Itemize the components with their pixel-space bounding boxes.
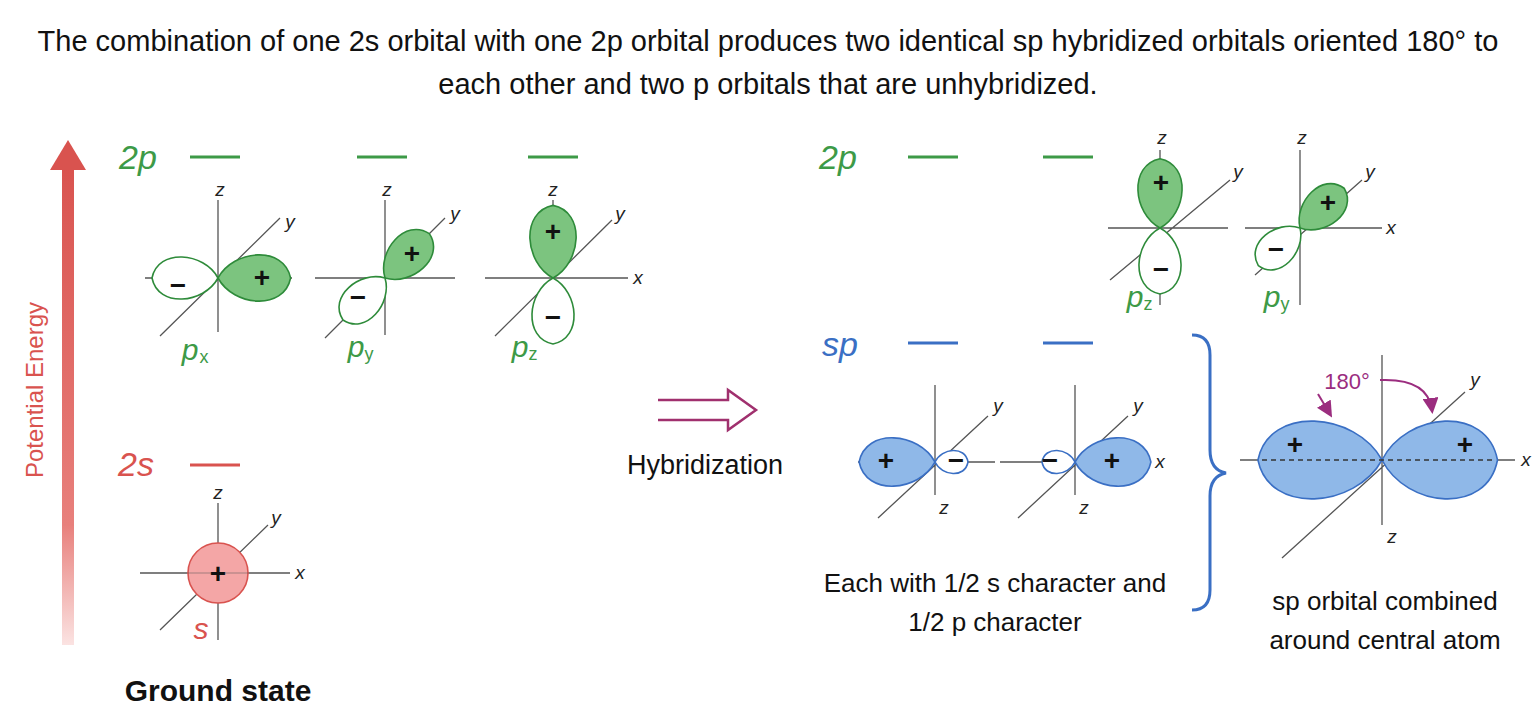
caption-note: sp orbital combined around central atom [1250,582,1520,660]
orbital-label: p [1127,280,1144,313]
axis-label: z [1079,498,1089,519]
phase-sign: + [1457,430,1473,461]
orbital-label: y [365,345,374,365]
phase-sign: − [170,271,186,302]
phase-sign: − [350,283,366,314]
axis-label: x [1386,218,1396,239]
phase-sign: + [1104,446,1120,477]
orbital-label: Hybridization [627,451,783,481]
orbital-label: p [512,330,529,363]
axis-label: y [993,396,1003,417]
phase-sign: + [1153,168,1169,199]
orbital-label: 2s [118,446,154,483]
axis-label: x [633,268,643,289]
phase-sign: − [545,303,561,334]
phase-sign: − [1042,446,1058,477]
caption-note: Each with 1/2 s character and 1/2 p char… [805,564,1185,642]
orbital-label: p [348,330,365,363]
phase-sign: + [878,446,894,477]
axis-label: y [1133,396,1143,417]
phase-sign: − [1268,235,1284,266]
phase-sign: + [545,217,561,248]
phase-sign: − [948,446,964,477]
phase-sign: + [404,239,420,270]
axis-label: x [295,563,305,584]
axis-label: z [939,498,949,519]
orbital-label: p [1264,280,1281,313]
axis-label: z [215,180,225,201]
phase-sign: − [1153,255,1169,286]
axis-label: z [1157,128,1167,149]
axis-label: y [1365,162,1375,183]
axis-label: y [615,204,625,225]
title-text: The combination of one 2s orbital with o… [18,20,1518,106]
axis-label: z [382,180,392,201]
orbital-label: z [529,345,538,365]
orbital-label: p [182,333,199,366]
phase-sign: + [254,263,270,294]
phase-sign: + [210,559,226,590]
orbital-label: Ground state [125,674,312,707]
axis-label: x [1155,452,1165,473]
orbital-label: sp [822,326,858,363]
orbital-label: z [1144,295,1153,315]
axis-label: y [1233,162,1243,183]
orbital-label: s [194,612,209,645]
axis-label: y [285,212,295,233]
orbital-label: 2p [119,139,157,176]
orbital-label: 180° [1324,370,1370,394]
orbital-label: 2p [819,139,857,176]
axis-label: z [548,180,558,201]
axis-label: y [450,204,460,225]
axis-label: y [1470,370,1480,391]
axis-label: y [271,508,281,529]
phase-sign: + [1320,188,1336,219]
axis-label: z [1297,128,1307,149]
axis-label: z [1387,527,1397,548]
axis-label: x [1521,450,1531,471]
orbital-label: Potential Energy [22,302,48,478]
orbital-label: x [200,348,209,368]
orbital-label: y [1281,295,1290,315]
phase-sign: + [1287,430,1303,461]
axis-label: z [213,483,223,504]
